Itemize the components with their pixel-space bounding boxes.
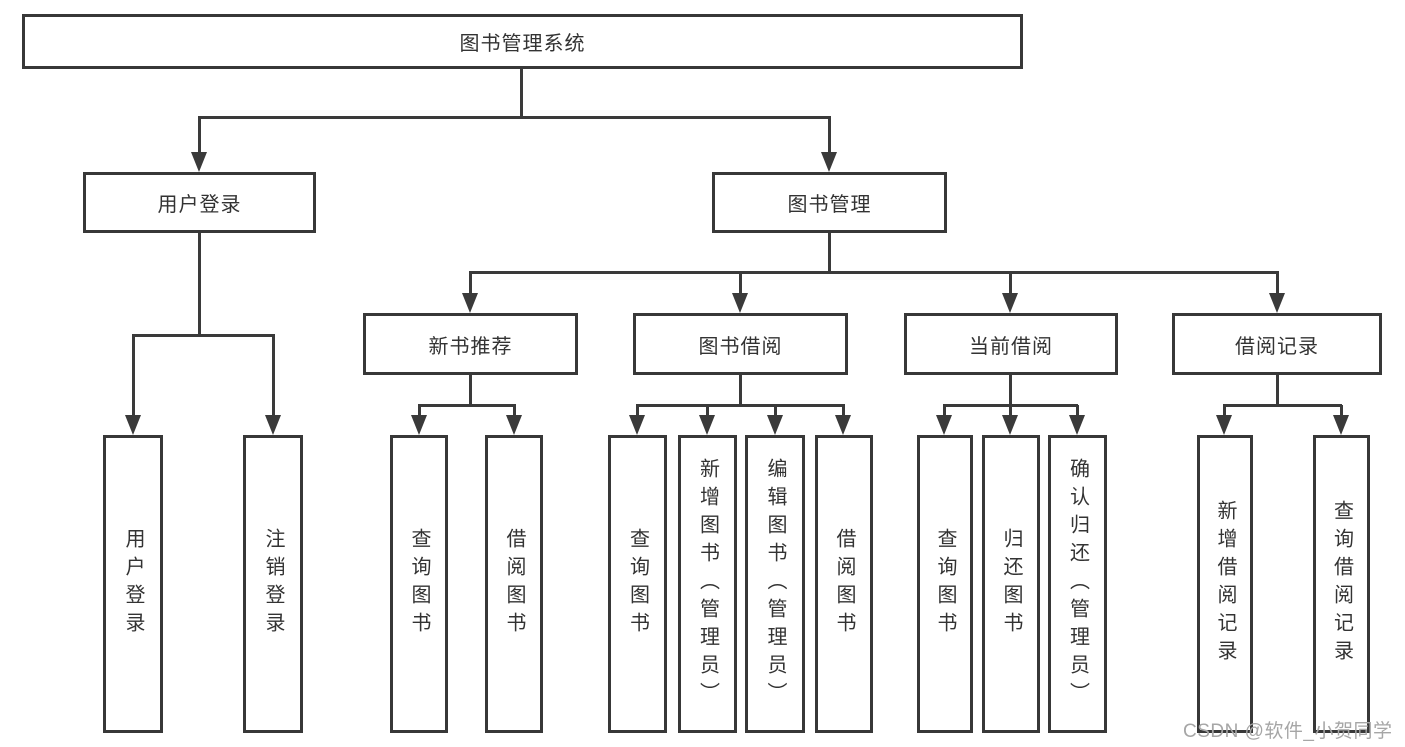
leaf-confirm-return-admin: 确认归还（管理员） bbox=[1048, 435, 1107, 733]
arrowhead-icon bbox=[265, 415, 281, 435]
node-user-login: 用户登录 bbox=[83, 172, 316, 233]
arrowhead-icon bbox=[699, 415, 715, 435]
leaf-query-books-borrowing-label: 查询图书 bbox=[626, 528, 649, 640]
leaf-borrow-books-borrowing-label: 借阅图书 bbox=[833, 528, 855, 640]
node-new-book-recommendation: 新书推荐 bbox=[363, 313, 578, 375]
arrowhead-icon bbox=[191, 152, 207, 172]
node-borrowing-records-label: 借阅记录 bbox=[1235, 335, 1319, 358]
leaf-confirm-return-admin-label: 确认归还（管理员） bbox=[1066, 458, 1089, 710]
connector-line bbox=[739, 272, 742, 295]
leaf-return-book: 归还图书 bbox=[982, 435, 1040, 733]
leaf-edit-book-admin-label: 编辑图书（管理员） bbox=[764, 458, 786, 710]
connector-line bbox=[1223, 404, 1342, 407]
leaf-logout-label: 注销登录 bbox=[262, 528, 284, 640]
connector-line bbox=[943, 405, 946, 417]
node-current-borrowing-label: 当前借阅 bbox=[969, 335, 1053, 358]
connector-line bbox=[198, 116, 831, 119]
leaf-query-books-borrowing: 查询图书 bbox=[608, 435, 667, 733]
node-borrowing-records: 借阅记录 bbox=[1172, 313, 1382, 375]
connector-line bbox=[774, 405, 777, 417]
connector-line bbox=[1223, 405, 1226, 417]
leaf-logout: 注销登录 bbox=[243, 435, 303, 733]
arrowhead-icon bbox=[936, 415, 952, 435]
leaf-user-login-label: 用户登录 bbox=[122, 528, 144, 640]
leaf-query-borrow-record-label: 查询借阅记录 bbox=[1330, 500, 1353, 668]
connector-line bbox=[1009, 272, 1012, 295]
connector-line bbox=[636, 405, 639, 417]
arrowhead-icon bbox=[1069, 415, 1085, 435]
connector-line bbox=[132, 334, 275, 337]
connector-line bbox=[1076, 405, 1079, 417]
node-user-login-label: 用户登录 bbox=[157, 194, 242, 216]
connector-line bbox=[842, 405, 845, 417]
leaf-borrow-books-recommend: 借阅图书 bbox=[485, 435, 543, 733]
connector-line bbox=[1009, 405, 1012, 417]
arrowhead-icon bbox=[629, 415, 645, 435]
leaf-add-borrow-record-label: 新增借阅记录 bbox=[1214, 500, 1236, 668]
connector-line bbox=[469, 272, 472, 295]
arrowhead-icon bbox=[411, 415, 427, 435]
connector-line bbox=[636, 404, 845, 407]
connector-line bbox=[418, 404, 516, 407]
leaf-add-book-admin-label: 新增图书（管理员） bbox=[696, 458, 719, 710]
leaf-query-borrow-record: 查询借阅记录 bbox=[1313, 435, 1370, 733]
arrowhead-icon bbox=[1333, 415, 1349, 435]
arrowhead-icon bbox=[1216, 415, 1232, 435]
connector-line bbox=[1009, 373, 1012, 406]
connector-line bbox=[520, 68, 523, 118]
leaf-return-book-label: 归还图书 bbox=[1000, 528, 1022, 640]
connector-line bbox=[469, 271, 1279, 274]
connector-line bbox=[1276, 272, 1279, 295]
arrowhead-icon bbox=[1269, 293, 1285, 313]
arrowhead-icon bbox=[1002, 415, 1018, 435]
node-root-label: 图书管理系统 bbox=[459, 33, 586, 55]
connector-line bbox=[198, 117, 201, 155]
leaf-borrow-books-borrowing: 借阅图书 bbox=[815, 435, 873, 733]
arrowhead-icon bbox=[125, 415, 141, 435]
leaf-add-borrow-record: 新增借阅记录 bbox=[1197, 435, 1253, 733]
leaf-query-books-current: 查询图书 bbox=[917, 435, 973, 733]
node-new-book-recommendation-label: 新书推荐 bbox=[428, 335, 513, 358]
node-book-borrowing: 图书借阅 bbox=[633, 313, 848, 375]
node-book-borrowing-label: 图书借阅 bbox=[698, 335, 783, 358]
arrowhead-icon bbox=[462, 293, 478, 313]
connector-line bbox=[828, 117, 831, 155]
connector-line bbox=[198, 231, 201, 337]
connector-line bbox=[1340, 405, 1343, 417]
node-root: 图书管理系统 bbox=[22, 14, 1023, 69]
leaf-query-books-recommend-label: 查询图书 bbox=[408, 528, 430, 640]
arrowhead-icon bbox=[506, 415, 522, 435]
arrowhead-icon bbox=[821, 152, 837, 172]
leaf-edit-book-admin: 编辑图书（管理员） bbox=[745, 435, 805, 733]
node-current-borrowing: 当前借阅 bbox=[904, 313, 1118, 375]
connector-line bbox=[1276, 373, 1279, 406]
leaf-query-books-recommend: 查询图书 bbox=[390, 435, 448, 733]
leaf-query-books-current-label: 查询图书 bbox=[934, 528, 956, 640]
connector-line bbox=[739, 373, 742, 406]
leaf-add-book-admin: 新增图书（管理员） bbox=[678, 435, 737, 733]
connector-line bbox=[706, 405, 709, 417]
connector-line bbox=[828, 231, 831, 274]
connector-line bbox=[418, 405, 421, 417]
leaf-borrow-books-recommend-label: 借阅图书 bbox=[503, 528, 525, 640]
connector-line bbox=[469, 373, 472, 406]
leaf-user-login: 用户登录 bbox=[103, 435, 163, 733]
connector-line bbox=[132, 335, 135, 417]
connector-line bbox=[513, 405, 516, 417]
node-book-management-label: 图书管理 bbox=[787, 194, 872, 216]
connector-line bbox=[272, 335, 275, 417]
arrowhead-icon bbox=[1002, 293, 1018, 313]
arrowhead-icon bbox=[835, 415, 851, 435]
arrowhead-icon bbox=[767, 415, 783, 435]
csdn-watermark: CSDN @软件_小贺同学 bbox=[1183, 721, 1393, 742]
node-book-management: 图书管理 bbox=[712, 172, 947, 233]
arrowhead-icon bbox=[732, 293, 748, 313]
